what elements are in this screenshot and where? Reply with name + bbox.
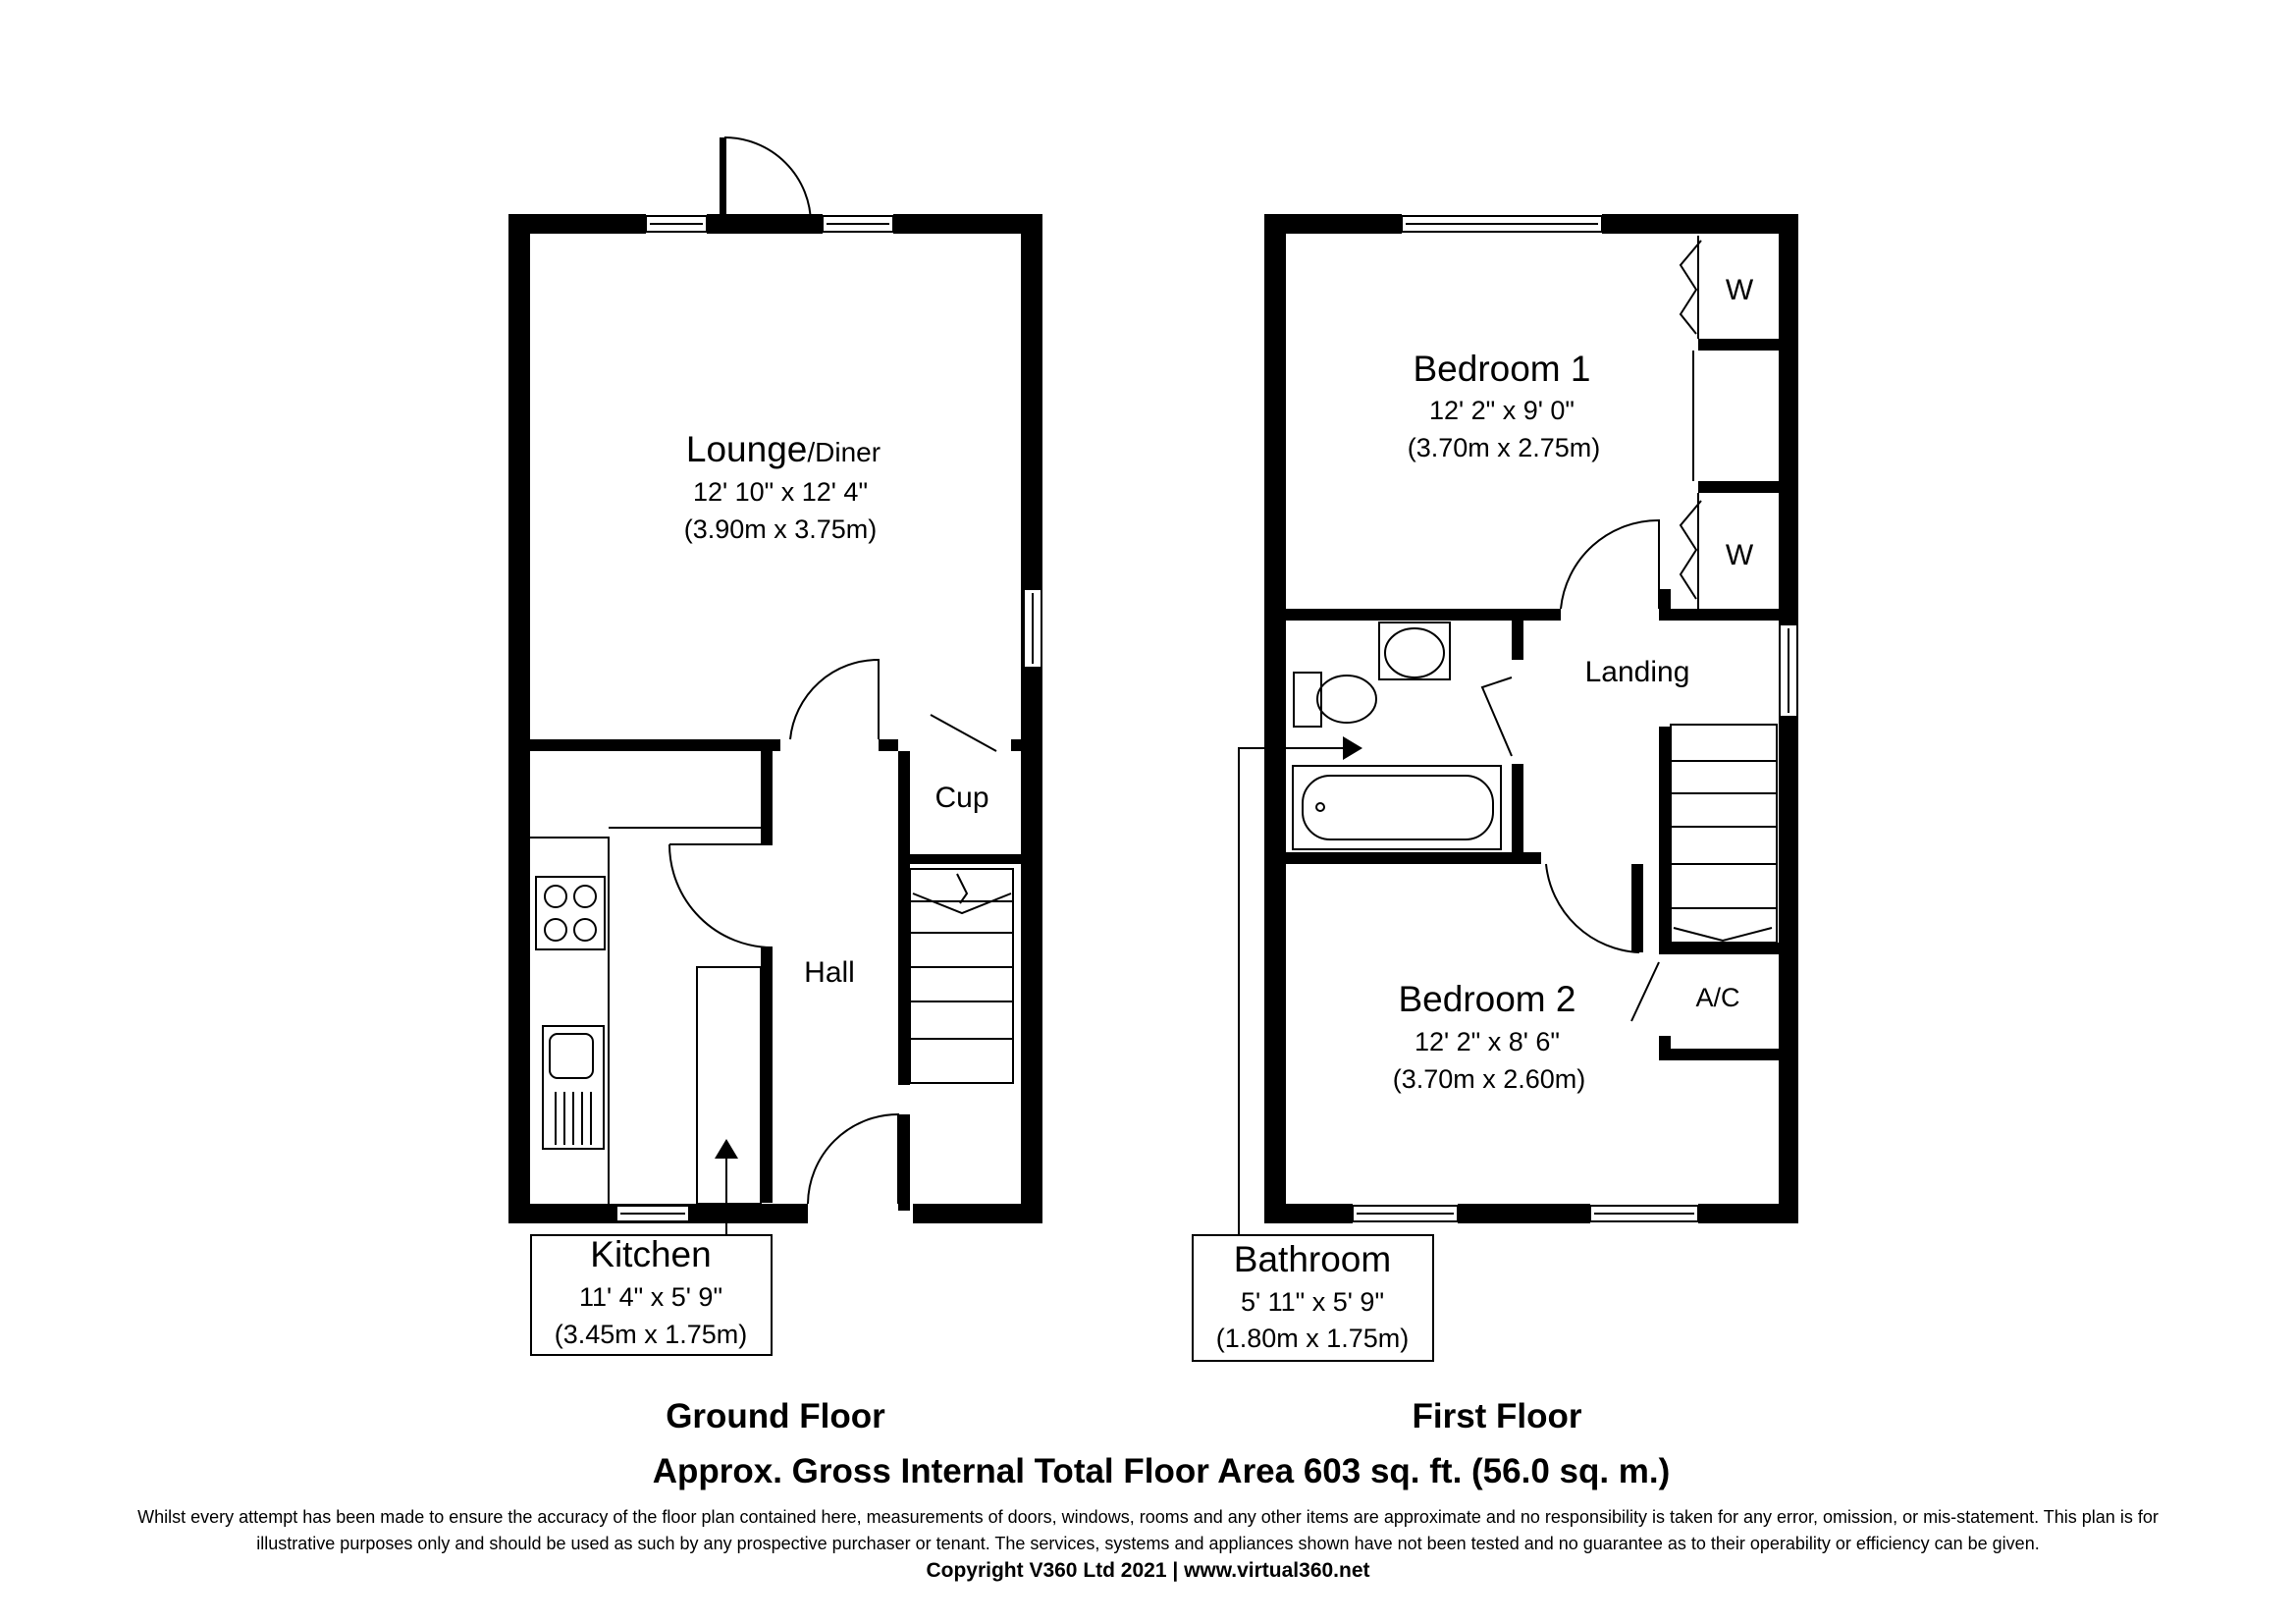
bath-icon <box>1292 765 1502 850</box>
bathroom-dim-imperial: 5' 11" x 5' 9" <box>1241 1287 1384 1317</box>
lounge-dim-imperial: 12' 10" x 12' 4" <box>693 477 868 507</box>
bedroom2-label: Bedroom 2 <box>1399 979 1576 1019</box>
kitchen-label-box: Kitchen 11' 4" x 5' 9" (3.45m x 1.75m) <box>530 1234 773 1356</box>
hob-icon <box>535 876 606 950</box>
copyright: Copyright V360 Ltd 2021 | www.virtual360… <box>926 1559 1370 1582</box>
first-floor-title: First Floor <box>1412 1397 1581 1435</box>
bathroom-label-box: Bathroom 5' 11" x 5' 9" (1.80m x 1.75m) <box>1192 1234 1434 1362</box>
bedroom1-dim-metric: (3.70m x 2.75m) <box>1408 433 1601 462</box>
wardrobes <box>1679 236 1702 609</box>
bedroom2-dim-metric: (3.70m x 2.60m) <box>1393 1064 1586 1094</box>
ground-floor-stairs <box>909 868 1014 1084</box>
sink-icon <box>542 1025 605 1150</box>
bedroom2-dim-imperial: 12' 2" x 8' 6" <box>1415 1027 1560 1056</box>
kitchen-dim-imperial: 11' 4" x 5' 9" <box>579 1282 722 1312</box>
ground-floor-doors <box>668 136 997 1205</box>
disclaimer-line2: illustrative purposes only and should be… <box>256 1534 2040 1553</box>
bedroom1-label: Bedroom 1 <box>1414 349 1591 389</box>
lounge-label: Lounge/Diner <box>686 429 881 469</box>
ground-floor-plan <box>508 136 1042 1235</box>
cupboard <box>898 751 910 859</box>
total-floor-area: Approx. Gross Internal Total Floor Area … <box>653 1452 1671 1490</box>
ac-label: A/C <box>1695 983 1739 1012</box>
wardrobe-label-top: W <box>1726 274 1754 306</box>
toilet-icon <box>1293 672 1322 728</box>
ac-door <box>1630 961 1660 1022</box>
cupboard-label: Cup <box>934 782 988 814</box>
wardrobe-door-top <box>1679 240 1702 335</box>
landing-label: Landing <box>1585 656 1690 688</box>
first-floor-plan <box>1238 214 1798 1235</box>
bathroom-label: Bathroom <box>1234 1239 1391 1279</box>
bathroom-door <box>1480 676 1513 757</box>
kitchen-unit <box>696 966 762 1205</box>
ground-floor-windows <box>615 215 1042 1222</box>
lounge-dim-metric: (3.90m x 3.75m) <box>684 514 878 544</box>
bedroom2-door <box>1545 863 1640 953</box>
kitchen-arrow <box>715 1139 738 1235</box>
disclaimer-line1: Whilst every attempt has been made to en… <box>137 1507 2159 1527</box>
front-door <box>807 1112 899 1205</box>
first-floor-doors <box>1480 518 1660 1022</box>
hall-label: Hall <box>804 956 855 989</box>
ground-floor-title: Ground Floor <box>666 1397 885 1435</box>
first-floor-walls <box>1264 214 1798 1223</box>
bathroom-arrow <box>1238 736 1362 1235</box>
cupboard-door <box>930 714 997 752</box>
ground-floor-walls <box>508 214 1042 1223</box>
basin-icon <box>1378 622 1451 680</box>
wardrobe-label-bottom: W <box>1726 539 1754 571</box>
lounge-door <box>789 658 880 740</box>
bathroom-fittings <box>1292 622 1502 850</box>
bedroom1-dim-imperial: 12' 2" x 9' 0" <box>1429 396 1575 425</box>
kitchen-label: Kitchen <box>590 1234 711 1274</box>
bedroom1-door <box>1560 518 1660 610</box>
wardrobe-door-bottom <box>1679 500 1702 600</box>
first-floor-stairs <box>1670 724 1778 944</box>
kitchen-dim-metric: (3.45m x 1.75m) <box>555 1320 748 1349</box>
kitchen-door <box>668 843 774 948</box>
first-floor-windows <box>1352 215 1798 1222</box>
patio-door <box>723 136 812 225</box>
bathroom-dim-metric: (1.80m x 1.75m) <box>1216 1324 1410 1353</box>
kitchen-counter <box>530 827 762 1205</box>
